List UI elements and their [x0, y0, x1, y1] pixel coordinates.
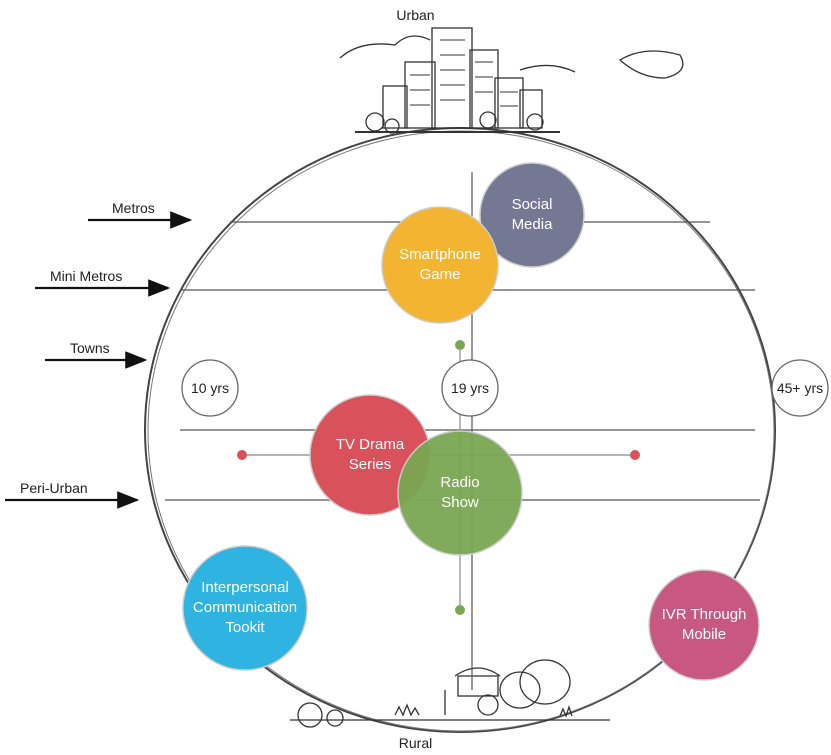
- city-skyline-icon: [339, 27, 684, 134]
- age-label-10: 10 yrs: [190, 380, 230, 396]
- bubble-line: Social: [511, 196, 553, 213]
- bubble-line: Communication: [192, 599, 298, 616]
- bubble-line: Show: [441, 494, 479, 511]
- bubble-line: Radio: [440, 474, 480, 491]
- bubble-label-social-media: Social Media: [480, 163, 584, 267]
- rural-label: Rural: [398, 735, 433, 751]
- tier-label-towns: Towns: [70, 340, 110, 356]
- bubble-label-interpersonal: Interpersonal Communication Tookit: [183, 546, 307, 670]
- bubble-line: Game: [419, 266, 461, 283]
- age-marker-10: [181, 359, 239, 417]
- age-marker-19: [441, 359, 499, 417]
- age-marker-45: [771, 359, 829, 417]
- bubble-radio-show: [397, 430, 523, 556]
- bubble-ivr-mobile: [648, 569, 760, 681]
- bubble-label-ivr-mobile: IVR Through Mobile: [649, 570, 759, 680]
- bubble-line: Series: [348, 456, 392, 473]
- bubble-interpersonal: [182, 545, 308, 671]
- bubble-label-smartphone-game: Smartphone Game: [382, 207, 498, 323]
- bubble-line: Mobile: [681, 626, 727, 643]
- tier-label-mini-metros: Mini Metros: [50, 268, 123, 284]
- bubble-line: Media: [511, 216, 553, 233]
- bubble-label-tv-drama: TV Drama Series: [310, 395, 430, 515]
- bubble-label-radio-show: Radio Show: [398, 431, 522, 555]
- bubble-line: Interpersonal: [201, 579, 289, 596]
- bubble-line: IVR Through: [661, 606, 747, 623]
- tier-label-metros: Metros: [112, 200, 155, 216]
- tier-arrows: [5, 211, 193, 509]
- age-label-19: 19 yrs: [450, 380, 490, 396]
- bubble-smartphone-game: [381, 206, 499, 324]
- bubble-line: TV Drama: [335, 436, 405, 453]
- urban-label: Urban: [396, 7, 435, 23]
- rural-scene-icon: [290, 659, 610, 728]
- tier-label-peri-urban: Peri-Urban: [20, 480, 88, 496]
- age-label-45: 45+ yrs: [776, 380, 824, 396]
- bubble-line: Tookit: [225, 619, 265, 636]
- bubble-line: Smartphone: [399, 246, 481, 263]
- bubble-social-media: [479, 162, 585, 268]
